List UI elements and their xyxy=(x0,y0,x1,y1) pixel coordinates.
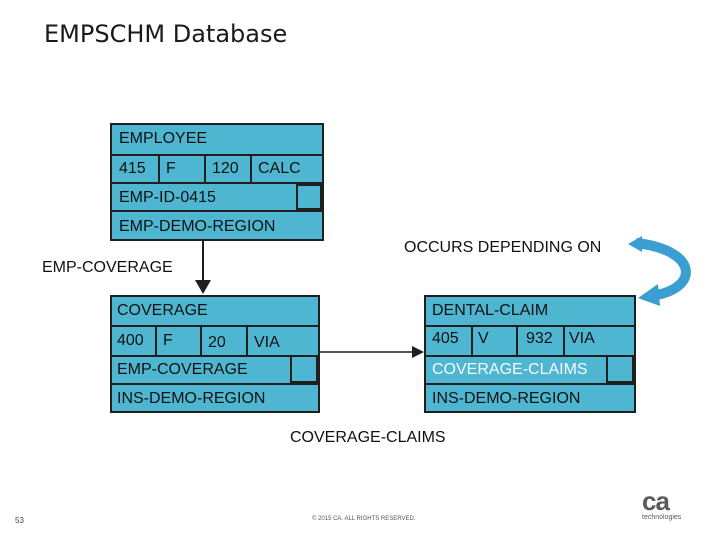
employee-length-type: F xyxy=(166,160,176,177)
dental-claim-location-mode: VIA xyxy=(569,330,595,347)
divider xyxy=(516,325,518,355)
coverage-area-row xyxy=(112,383,318,385)
coverage-record-id: 400 xyxy=(117,332,144,349)
coverage-claims-set-arrow xyxy=(320,346,424,358)
divider xyxy=(563,325,565,355)
employee-calc-row xyxy=(112,182,322,184)
coverage-via-set: EMP-COVERAGE xyxy=(117,361,248,378)
set-label-emp-coverage: EMP-COVERAGE xyxy=(42,259,173,276)
set-label-coverage-claims: COVERAGE-CLAIMS xyxy=(290,429,446,446)
divider xyxy=(204,154,206,182)
employee-attr-row xyxy=(112,154,322,156)
divider xyxy=(471,325,473,355)
employee-area: EMP-DEMO-REGION xyxy=(119,218,276,235)
dental-claim-length: 932 xyxy=(526,330,553,347)
divider xyxy=(250,154,252,182)
dental-claim-via-row xyxy=(426,355,634,357)
occurs-loop-arrow-icon xyxy=(628,236,691,306)
divider xyxy=(246,325,248,355)
employee-length: 120 xyxy=(212,160,239,177)
page-number: 53 xyxy=(15,516,24,525)
coverage-area: INS-DEMO-REGION xyxy=(117,390,266,407)
copyright-notice: © 2015 CA. ALL RIGHTS RESERVED. xyxy=(312,516,416,522)
divider xyxy=(200,325,202,355)
ca-technologies-logo: ca technologies xyxy=(642,488,694,521)
dental-claim-via-set-box xyxy=(606,355,634,383)
dental-claim-area: INS-DEMO-REGION xyxy=(432,390,581,407)
dental-claim-via-set: COVERAGE-CLAIMS xyxy=(432,361,588,378)
dental-claim-record: DENTAL-CLAIM 405 V 932 VIA COVERAGE-CLAI… xyxy=(424,295,636,413)
dental-claim-attr-row xyxy=(426,325,634,327)
employee-record-id: 415 xyxy=(119,160,146,177)
coverage-attr-row xyxy=(112,325,318,327)
employee-location-mode: CALC xyxy=(258,160,301,177)
page-title: EMPSCHM Database xyxy=(44,20,288,48)
divider xyxy=(158,154,160,182)
dental-claim-record-name: DENTAL-CLAIM xyxy=(432,302,549,319)
employee-record: EMPLOYEE 415 F 120 CALC EMP-ID-0415 EMP-… xyxy=(110,123,324,241)
employee-calc-key: EMP-ID-0415 xyxy=(119,189,216,206)
coverage-via-row xyxy=(112,355,318,357)
dental-claim-area-row xyxy=(426,383,634,385)
coverage-location-mode: VIA xyxy=(254,334,280,351)
coverage-length: 20 xyxy=(208,334,226,351)
employee-record-name: EMPLOYEE xyxy=(119,130,208,147)
emp-coverage-set-arrow xyxy=(195,241,211,294)
logo-mark: ca xyxy=(642,486,670,516)
employee-calc-key-box xyxy=(296,184,322,210)
occurs-depending-on-label: OCCURS DEPENDING ON xyxy=(404,239,602,256)
dental-claim-length-type: V xyxy=(478,330,489,347)
divider xyxy=(155,325,157,355)
logo-subtitle: technologies xyxy=(642,514,682,521)
dental-claim-record-id: 405 xyxy=(432,330,459,347)
coverage-record: COVERAGE 400 F 20 VIA EMP-COVERAGE INS-D… xyxy=(110,295,320,413)
coverage-length-type: F xyxy=(163,332,173,349)
employee-area-row xyxy=(112,210,322,212)
coverage-record-name: COVERAGE xyxy=(117,302,208,319)
coverage-via-set-box xyxy=(290,355,318,383)
